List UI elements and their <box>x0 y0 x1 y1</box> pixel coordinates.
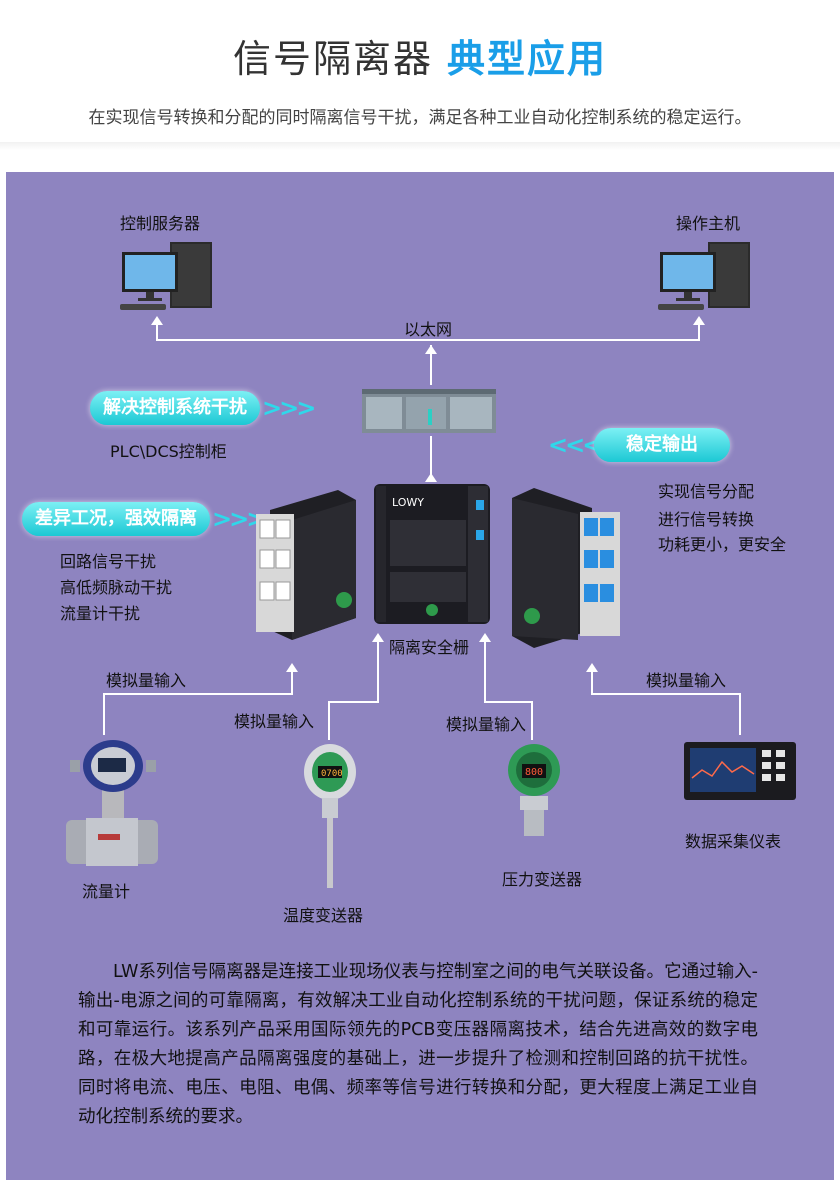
right-item: 功耗更小，更安全 <box>658 535 787 554</box>
isolator-module-left-icon <box>256 490 356 640</box>
temperature-transmitter-label: 温度变送器 <box>283 906 364 925</box>
right-item: 进行信号转换 <box>658 510 755 529</box>
tag-isolation: 差异工况，强效隔离 <box>22 502 210 536</box>
temperature-transmitter-icon: 0700 <box>304 744 356 888</box>
flowmeter-label: 流量计 <box>82 882 131 901</box>
header-divider <box>0 142 840 150</box>
analog-input-label: 模拟量输入 <box>446 715 527 734</box>
tag-stable-output: 稳定输出 <box>594 428 730 462</box>
plc-module-icon <box>362 389 496 433</box>
page-subtitle: 在实现信号转换和分配的同时隔离信号干扰，满足各种工业自动化控制系统的稳定运行。 <box>88 108 752 128</box>
ethernet-bus <box>157 339 699 341</box>
tag-interference-solution: 解决控制系统干扰 <box>90 391 260 425</box>
ethernet-label: 以太网 <box>404 320 453 339</box>
server-link <box>156 322 158 341</box>
host-link <box>698 322 700 341</box>
title-highlight: 典型应用 <box>447 37 608 81</box>
temp-display-value: 0700 <box>321 769 343 779</box>
control-server-label: 控制服务器 <box>120 214 201 233</box>
isolator-module-right-icon <box>512 488 620 648</box>
pressure-transmitter-icon: 800 <box>508 744 560 836</box>
data-logger-icon <box>684 742 796 800</box>
chevron-left-icon: <<< <box>548 431 602 459</box>
analog-input-label: 模拟量输入 <box>234 712 315 731</box>
page-title: 信号隔离器 典型应用 <box>0 28 840 83</box>
analog-input-label: 模拟量输入 <box>106 671 187 690</box>
pressure-display-value: 800 <box>525 767 543 778</box>
left-item: 高低频脉动干扰 <box>60 578 173 597</box>
control-server-computer-icon <box>120 242 212 310</box>
barrier-plc-link <box>430 436 432 480</box>
barrier-label: 隔离安全栅 <box>389 638 470 657</box>
brand-logo: LOWY <box>392 496 424 509</box>
product-description: LW系列信号隔离器是连接工业现场仪表与控制室之间的电气关联设备。它通过输入-输出… <box>78 962 758 1127</box>
flowmeter-icon <box>66 740 158 866</box>
plc-cabinet-label: PLC\DCS控制柜 <box>110 442 227 461</box>
right-item: 实现信号分配 <box>658 482 755 501</box>
operator-host-computer-icon <box>658 242 750 310</box>
left-item: 流量计干扰 <box>60 604 141 623</box>
pressure-transmitter-label: 压力变送器 <box>502 870 583 889</box>
operator-host-label: 操作主机 <box>676 214 741 233</box>
left-item: 回路信号干扰 <box>60 552 157 571</box>
isolator-module-center-icon: LOWY <box>374 484 490 624</box>
plc-link <box>430 345 432 385</box>
data-logger-label: 数据采集仪表 <box>685 832 782 851</box>
analog-input-label: 模拟量输入 <box>646 671 727 690</box>
chevron-right-icon: >>> <box>262 394 316 422</box>
title-plain: 信号隔离器 <box>232 37 433 81</box>
